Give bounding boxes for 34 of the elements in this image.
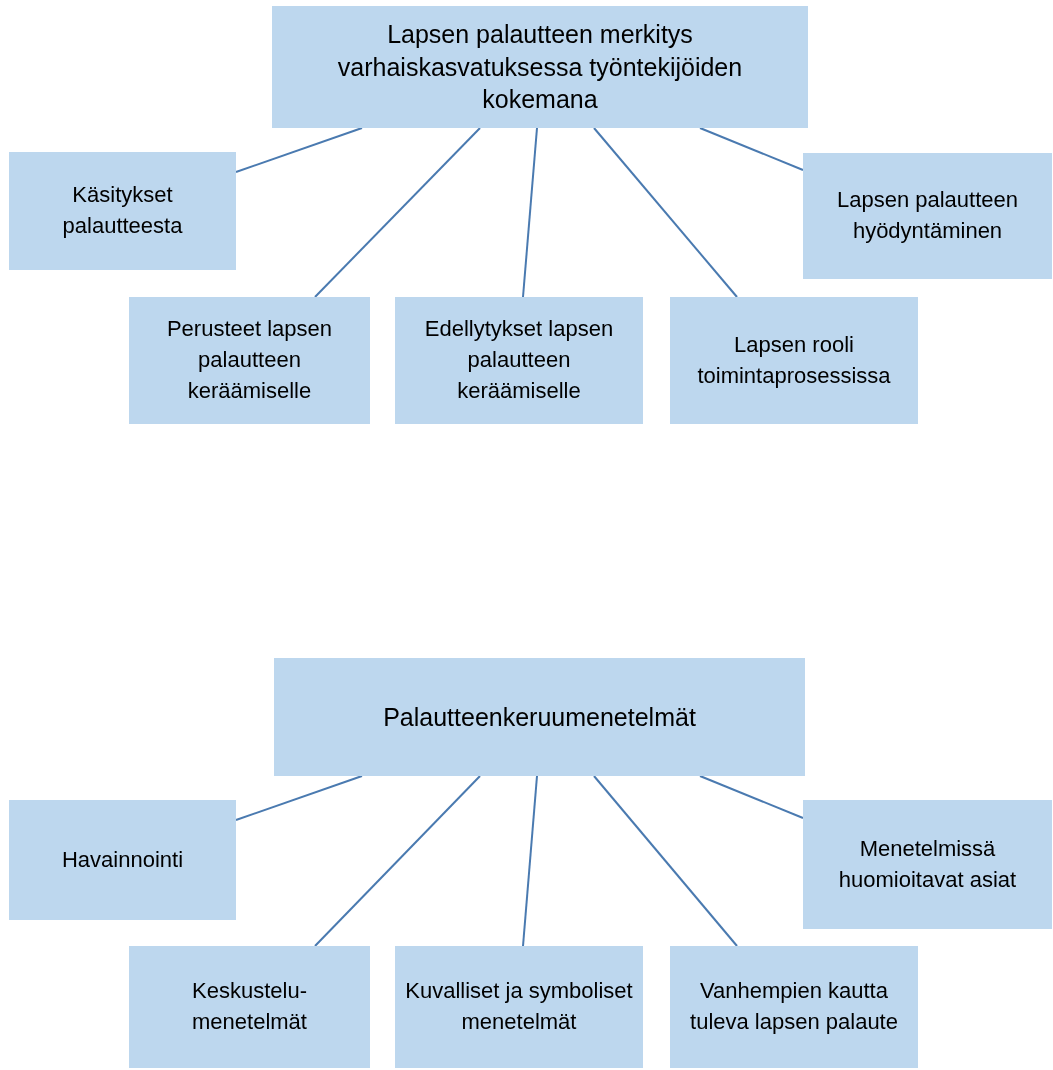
connector-line [235,127,363,173]
topic-box [129,946,370,1068]
topic-box [803,800,1052,929]
topic-box [129,297,370,424]
connector-line [235,775,363,821]
connector-line [593,775,738,947]
topic-box [670,297,918,424]
topic-box [9,800,236,920]
topic-box [272,6,808,128]
node-label: Käsitykset palautteesta [61,181,184,240]
topic-box [274,658,805,776]
node-label: Lapsen palautteen merkitys varhaiskasvatuksessa työntekijöiden kokemana [336,19,744,116]
node-label: Vanhempien kautta tuleva lapsen palaute [689,977,899,1036]
topic-box [803,153,1052,279]
node-label: Kuvalliset ja symboliset menetelmät [404,977,634,1036]
connector-line [699,127,804,171]
connector-line [522,775,538,947]
connector-line [522,127,538,298]
topic-box [9,152,236,270]
topic-box [395,946,643,1068]
connector-line [593,127,738,298]
topic-box [395,297,643,424]
connector-line [314,127,481,298]
node-label: Edellytykset lapsen palautteen keräämiselle [423,315,615,405]
node-label: Havainnointi [61,845,184,874]
node-label: Lapsen rooli toimintaprosessissa [696,330,892,390]
node-label: Menetelmissä huomioitavat asiat [837,834,1018,894]
node-label: Lapsen palautteen hyödyntäminen [835,186,1020,245]
connector-line [314,775,481,947]
node-label: Keskustelu-menetelmät [191,977,308,1036]
node-label: Perusteet lapsen palautteen keräämiselle [165,315,334,405]
topic-box [670,946,918,1068]
connector-line [699,775,804,819]
node-label: Palautteenkeruumenetelmät [383,701,696,733]
